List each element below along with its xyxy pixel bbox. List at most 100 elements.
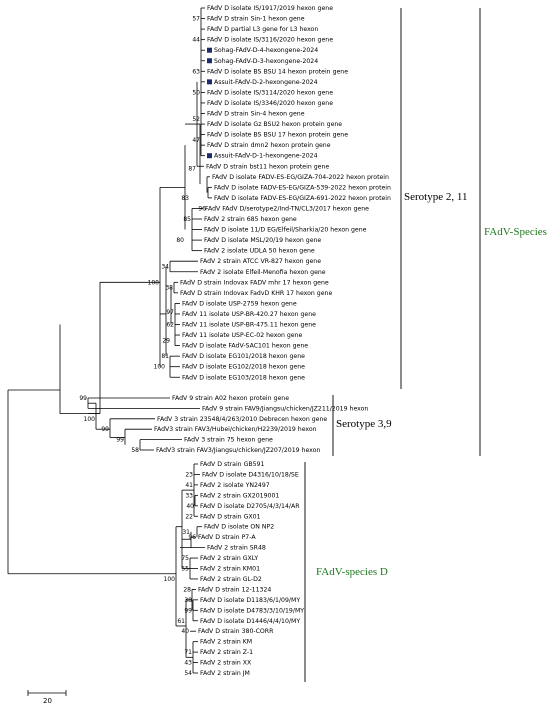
tip-label: FAdV3 strain FAV3/Hubei/chicken/H2239/20…	[154, 426, 317, 433]
bootstrap-value: 23	[185, 471, 193, 478]
tip-label: FAdV 2 strain GL-D2	[200, 576, 262, 583]
tip-label: Sohag-FAdV-D-3-hexongene-2024	[214, 58, 318, 65]
species-d-upper-label: FAdV-Species D	[484, 226, 550, 238]
tip-label: FAdV D partial L3 gene for L3 hexon	[207, 26, 318, 33]
new-sequence-markers	[207, 47, 212, 159]
tip-label: FAdV D isolate BS BSU 17 hexon protein g…	[207, 132, 348, 139]
tip-label: Assuit-FAdV-D-2-hexongene-2024	[214, 79, 318, 86]
tip-label: FAdV D isolate ON NP2	[204, 524, 274, 531]
tip-label: FAdV D strain P7-A	[198, 534, 256, 541]
bootstrap-value: 80	[176, 237, 184, 244]
tip-label: FAdV D isolate D1183/6/1/09/MY	[200, 597, 300, 604]
tip-label: FAdV 2 strain GX2019001	[200, 492, 279, 499]
bootstrap-value: 58	[131, 447, 139, 454]
bootstrap-value: 97	[166, 309, 174, 316]
tip-label: FAdV 11 isolate USP-BR-420.27 hexon gene	[182, 311, 316, 318]
tip-label: FAdV 2 strain ATCC VR-827 hexon gene	[200, 258, 321, 265]
serotype-3-9-label: Serotype 3,9	[336, 418, 392, 430]
bootstrap-value: 96	[188, 534, 196, 541]
tip-label: FAdV 11 isolate USP-BR-475.11 hexon gene	[182, 322, 316, 329]
tip-label: Assuit-FAdV-D-1-hexongene-2024	[214, 153, 318, 160]
bootstrap-value: 43	[184, 660, 192, 667]
bootstrap-value: 71	[184, 649, 192, 656]
tip-label: FAdV D isolate D4316/10/18/SE	[202, 471, 299, 478]
tip-label: FAdV D isolate IS/3116/2020 hexon gene	[207, 37, 333, 44]
tip-label: FAdV D isolate IS/3346/2020 hexon gene	[207, 100, 333, 107]
bootstrap-value: 55	[181, 566, 189, 573]
tip-label: FAdV D strain Sin-4 hexon gene	[207, 111, 305, 118]
tip-label: FAdV D strain 12-11324	[198, 586, 271, 593]
bootstrap-value: 81	[161, 353, 169, 360]
bootstrap-value: 50	[192, 89, 200, 96]
tip-label: FAdV 3 strain 23548/4/263/2010 Debrecen …	[157, 416, 327, 423]
bootstrap-value: 29	[162, 337, 170, 344]
bootstrap-value: 57	[192, 16, 200, 23]
bootstrap-value: 87	[188, 165, 196, 172]
tip-label: FAdV D isolate D2705/4/3/14/AR	[200, 503, 300, 510]
tip-label: FAdV D isolate IS/3114/2020 hexon gene	[207, 89, 333, 96]
tip-label: FAdV D strain GX01	[200, 513, 261, 520]
bootstrap-value: 61	[177, 618, 185, 625]
bootstrap-value: 44	[192, 37, 200, 44]
tip-label: FAdV D strain Indovax FadvD KHR 17 hexon…	[180, 290, 332, 297]
bootstrap-value: 100	[164, 576, 176, 583]
tip-label: FAdV D isolate Gz BSU2 hexon protein gen…	[207, 121, 342, 128]
bootstrap-value: 99	[184, 607, 192, 614]
tip-label: FAdV 2 strain 685 hexon gene	[204, 216, 297, 223]
tip-label: FAdV D isolate D4783/3/10/19/MY	[200, 607, 304, 614]
tip-label: FAdV D isolate EG101/2018 hexon gene	[182, 353, 305, 360]
tip-labels: FAdV D isolate IS/1917/2019 hexon geneFA…	[154, 5, 391, 677]
bootstrap-value: 34	[161, 263, 169, 270]
bootstrap-value: 31	[182, 529, 190, 536]
tip-label: FAdV 9 strain A02 hexon protein gene	[172, 395, 289, 402]
new-sequence-marker	[207, 79, 212, 85]
tip-label: FAdV3 strain FAV3/Jiangsu/chicken/JZ207/…	[156, 447, 320, 454]
tip-label: FAdV D strain Sin-1 hexon gene	[207, 16, 305, 23]
bootstrap-value: 28	[183, 586, 191, 593]
tip-label: Sohag-FAdV-D-4-hexongene-2024	[214, 47, 318, 54]
tip-label: FAdV FAdV D/serotype2/Ind-TN/CL3/2017 he…	[205, 205, 369, 212]
tip-label: FAdV D isolate FADV-ES-EG/GIZA-539-2022 …	[214, 184, 391, 191]
bootstrap-value: 75	[181, 555, 189, 562]
tip-label: FAdV D strain bst11 hexon protein gene	[206, 163, 329, 170]
bootstrap-labels: 5744635250478783968034389762298110085100…	[79, 16, 206, 677]
bootstrap-value: 85	[183, 216, 191, 223]
bootstrap-value: 62	[166, 322, 174, 329]
bootstrap-value: 83	[181, 195, 189, 202]
tip-label: FAdV D isolate FAdV-SAC101 hexon gene	[182, 343, 308, 350]
tip-label: FAdV 2 strain KM	[200, 639, 252, 646]
tip-label: FAdV D isolate USP-2759 hexon gene	[182, 300, 297, 307]
new-sequence-marker	[207, 47, 212, 53]
tip-label: FAdV 2 strain Z-1	[200, 649, 253, 656]
tip-label: FAdV 2 strain GXLY	[200, 555, 258, 562]
bootstrap-value: 38	[165, 285, 173, 292]
scale-bar-label: 20	[43, 697, 52, 705]
species-d-lower-label: FAdV-species D	[316, 566, 388, 578]
tip-label: FAdV D strain dmn2 hexon protein gene	[207, 142, 331, 149]
tip-label: FAdV D isolate FADV-ES-EG/GIZA-704-2022 …	[212, 174, 389, 181]
serotype-2-11-label: Serotype 2, 11	[404, 191, 467, 203]
bootstrap-value: 99	[101, 426, 109, 433]
bootstrap-value: 22	[185, 513, 193, 520]
new-sequence-marker	[207, 153, 212, 159]
tip-label: FAdV 9 strain FAV9/Jiangsu/chicken/JZ211…	[202, 405, 368, 412]
tip-label: FAdV D isolate FADV-ES-EG/GIZA-691-2022 …	[214, 195, 391, 202]
bootstrap-value: 100	[154, 364, 166, 371]
tip-label: FAdV D strain Indovax FADV mhr 17 hexon …	[180, 279, 329, 286]
bootstrap-value: 99	[116, 437, 124, 444]
tip-label: FAdV 2 strain KM01	[200, 566, 260, 573]
new-sequence-marker	[207, 58, 212, 64]
bootstrap-value: 40	[181, 628, 189, 635]
tip-label: FAdV 2 strain JM	[200, 670, 250, 677]
bootstrap-value: 47	[192, 137, 200, 144]
tip-label: FAdV D isolate EG103/2018 hexon gene	[182, 374, 305, 381]
tip-label: FAdV D strain GB591	[200, 461, 264, 468]
bootstrap-value: 63	[192, 68, 200, 75]
tip-label: FAdV 3 strain 75 hexon gene	[184, 437, 273, 444]
tip-label: FAdV D strain 380-CORR	[198, 628, 274, 635]
bootstrap-value: 100	[148, 279, 160, 286]
tree-branches	[7, 7, 212, 674]
tip-label: FAdV 2 isolate YN2497	[200, 482, 270, 489]
